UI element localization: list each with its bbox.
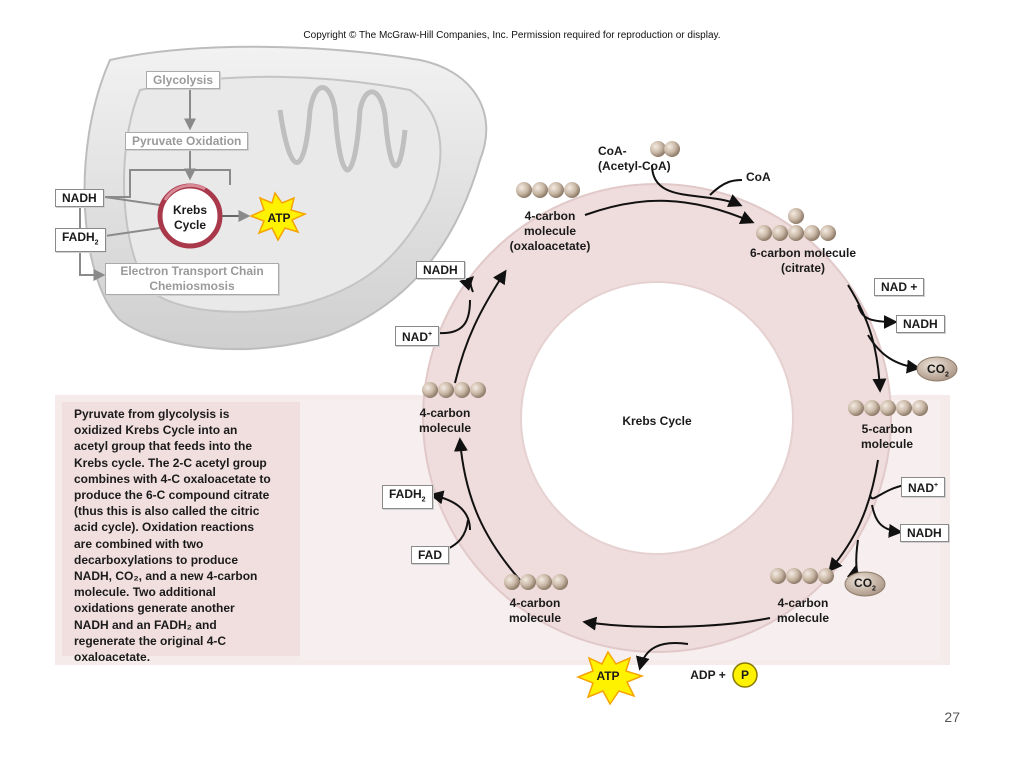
- co2-label-1: CO2: [927, 362, 949, 379]
- mitochondrion-illustration: [83, 45, 488, 351]
- phosphate-circle: [732, 662, 758, 688]
- nadh-box-3: NADH: [416, 261, 465, 279]
- nad-plus-box-1: NAD +: [874, 278, 925, 296]
- co2-label-2: CO2: [854, 576, 876, 593]
- molecule-5-carbon: [848, 400, 928, 416]
- atp-burst-small: [249, 191, 308, 242]
- krebs-ring-hole: [520, 281, 794, 555]
- molecule-oxaloacetate: [516, 182, 580, 198]
- nad-box-2: NAD+: [901, 477, 946, 497]
- molecule-citrate: [756, 208, 836, 241]
- pyruvate-oxidation-box: Pyruvate Oxidation: [125, 132, 249, 150]
- krebs-cycle-title: Krebs Cycle: [622, 414, 692, 428]
- fad-box: FAD: [411, 546, 449, 564]
- molecule-4-carbon-left: [422, 382, 486, 398]
- fadh2-box-overview: FADH2: [55, 228, 106, 253]
- fadh2-box: FADH2: [382, 485, 433, 510]
- page-number: 27: [944, 709, 960, 725]
- nadh-box-overview: NADH: [55, 189, 104, 207]
- adp-label: ADP +: [690, 668, 726, 682]
- molecule-4-carbon-bottom: [504, 574, 568, 590]
- co2-ellipse-1: [916, 356, 958, 382]
- molecule-4-carbon-bottom-right: [770, 568, 834, 584]
- coa-out-label: CoA: [746, 170, 771, 184]
- krebs-mini-cycle: [157, 183, 251, 249]
- molecule-acetyl-coa: [650, 141, 680, 157]
- glycolysis-box: Glycolysis: [146, 71, 221, 89]
- nadh-box-1: NADH: [896, 315, 945, 333]
- acetyl-coa-label: CoA-(Acetyl-CoA): [598, 144, 671, 173]
- atp-small-label: ATP: [267, 211, 291, 225]
- co2-ellipse-2: [844, 571, 886, 597]
- atp-burst-big: [575, 650, 645, 706]
- nadh-box-2: NADH: [900, 524, 949, 542]
- nad-box-3: NAD+: [395, 326, 440, 346]
- citrate-label: 6-carbon molecule(citrate): [749, 246, 857, 275]
- description-text: Pyruvate from glycolysis is oxidized Kre…: [74, 407, 271, 665]
- atp-big-label: ATP: [596, 669, 620, 683]
- phosphate-label: P: [740, 668, 749, 682]
- description-panel: Pyruvate from glycolysis is oxidized Kre…: [62, 402, 300, 664]
- copyright-notice: Copyright © The McGraw-Hill Companies, I…: [303, 30, 721, 41]
